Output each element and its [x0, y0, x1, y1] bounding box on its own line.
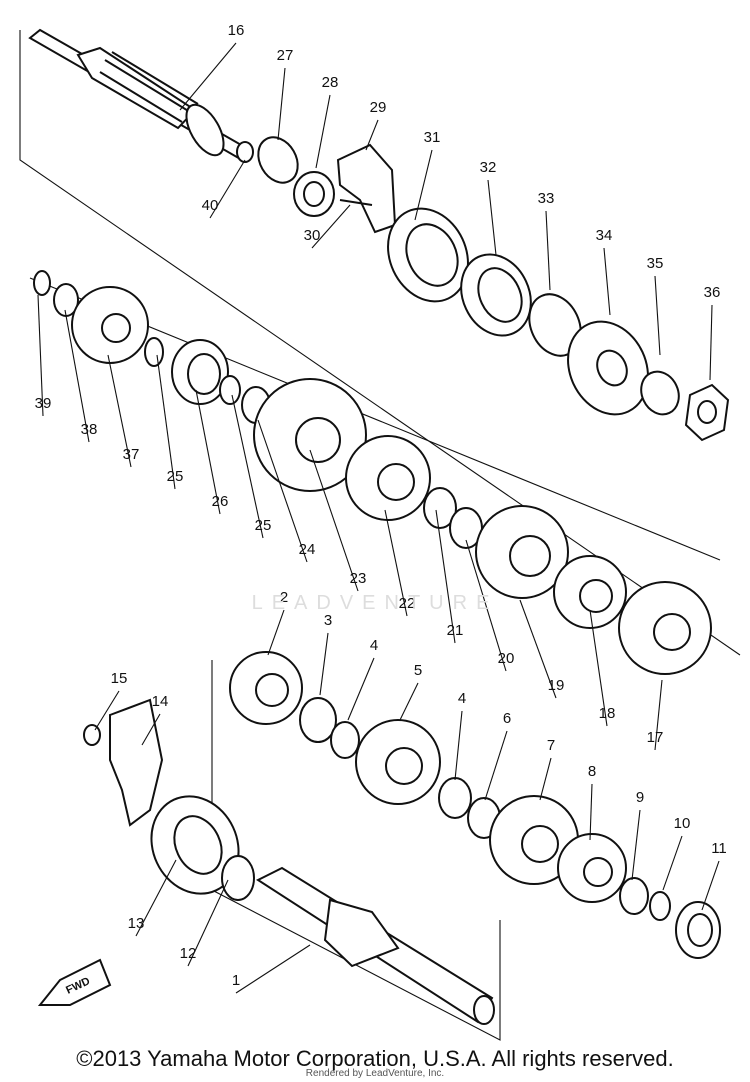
part-label-31: 31 [424, 129, 441, 146]
leader-line [654, 679, 663, 751]
leader-line [319, 632, 329, 696]
part-label-13: 13 [128, 915, 145, 932]
part-label-14: 14 [152, 693, 169, 710]
leader-line [465, 539, 507, 672]
part-label-5: 5 [414, 662, 422, 679]
part-label-17: 17 [647, 729, 664, 746]
part-label-4: 4 [370, 637, 378, 654]
leader-line [257, 419, 308, 563]
rendered-by-credit: Rendered by LeadVenture, Inc. [305, 1068, 445, 1079]
part-label-7: 7 [547, 737, 555, 754]
middle-row-parts [33, 270, 712, 675]
leader-line [267, 609, 285, 656]
part-label-6: 6 [503, 710, 511, 727]
leader-line [662, 835, 683, 891]
part-label-2: 2 [280, 589, 288, 606]
leader-line [231, 394, 264, 539]
leader-line [519, 599, 557, 699]
drive-axle-illustration [28, 28, 254, 163]
leader-line [589, 609, 608, 727]
leader-line [37, 294, 44, 417]
part-label-20: 20 [498, 650, 515, 667]
part-label-33: 33 [538, 190, 555, 207]
leader-line [365, 119, 379, 151]
leader-line [311, 204, 351, 249]
lower-row-parts [83, 651, 721, 1025]
leader-line [399, 682, 419, 721]
leader-line [209, 159, 246, 219]
leader-line [94, 690, 120, 731]
leader-line [589, 783, 593, 841]
fwd-arrow-icon: FWD [37, 958, 112, 1006]
copyright-notice: ©2013 Yamaha Motor Corporation, U.S.A. A… [76, 1046, 674, 1071]
leader-line [135, 859, 177, 937]
leader-line [179, 42, 237, 111]
part-label-36: 36 [704, 284, 721, 301]
leader-line [309, 449, 359, 592]
leader-line [631, 809, 641, 881]
part-label-9: 9 [636, 789, 644, 806]
part-label-4: 4 [458, 690, 466, 707]
leader-line [701, 860, 720, 911]
part-label-25: 25 [255, 517, 272, 534]
leader-line [195, 389, 221, 515]
top-row-parts [257, 136, 730, 442]
part-label-24: 24 [299, 541, 316, 558]
leader-line [454, 710, 463, 781]
part-label-21: 21 [447, 622, 464, 639]
part-label-28: 28 [322, 74, 339, 91]
leader-line [654, 275, 661, 356]
leader-line [384, 509, 408, 617]
part-label-18: 18 [599, 705, 616, 722]
part-label-25: 25 [167, 468, 184, 485]
part-label-29: 29 [370, 99, 387, 116]
part-label-19: 19 [548, 677, 565, 694]
leader-line [141, 713, 161, 746]
leader-line [347, 657, 375, 721]
leader-line [414, 149, 433, 221]
callout-leader-lines [37, 42, 720, 994]
leader-line [315, 94, 331, 169]
leader-line [435, 509, 456, 644]
leader-line [603, 247, 611, 316]
leader-line [487, 179, 497, 256]
part-label-40: 40 [202, 197, 219, 214]
part-label-8: 8 [588, 763, 596, 780]
part-label-30: 30 [304, 227, 321, 244]
leader-line [484, 730, 508, 801]
part-label-11: 11 [711, 840, 727, 857]
part-label-15: 15 [111, 670, 128, 687]
part-label-12: 12 [180, 945, 197, 962]
leader-line [187, 879, 229, 967]
leader-line [539, 757, 552, 801]
part-label-32: 32 [480, 159, 497, 176]
part-label-16: 16 [228, 22, 245, 39]
watermark: LEADVENTURE [251, 592, 499, 614]
part-label-26: 26 [212, 493, 229, 510]
leader-line [235, 944, 311, 994]
part-label-22: 22 [399, 595, 416, 612]
part-label-10: 10 [674, 815, 691, 832]
part-label-1: 1 [232, 972, 240, 989]
part-label-39: 39 [35, 395, 52, 412]
leader-line [64, 309, 90, 443]
leader-line [545, 210, 551, 291]
leader-line [107, 354, 132, 468]
leader-line [709, 304, 713, 381]
part-label-3: 3 [324, 612, 332, 629]
part-label-23: 23 [350, 570, 367, 587]
part-label-27: 27 [277, 47, 294, 64]
leader-line [277, 67, 286, 141]
part-label-38: 38 [81, 421, 98, 438]
leader-line [156, 354, 176, 490]
part-label-34: 34 [596, 227, 613, 244]
callout-labels: 1234546789101112131415161718192021222324… [35, 22, 727, 989]
part-label-35: 35 [647, 255, 664, 272]
part-label-37: 37 [123, 446, 140, 463]
